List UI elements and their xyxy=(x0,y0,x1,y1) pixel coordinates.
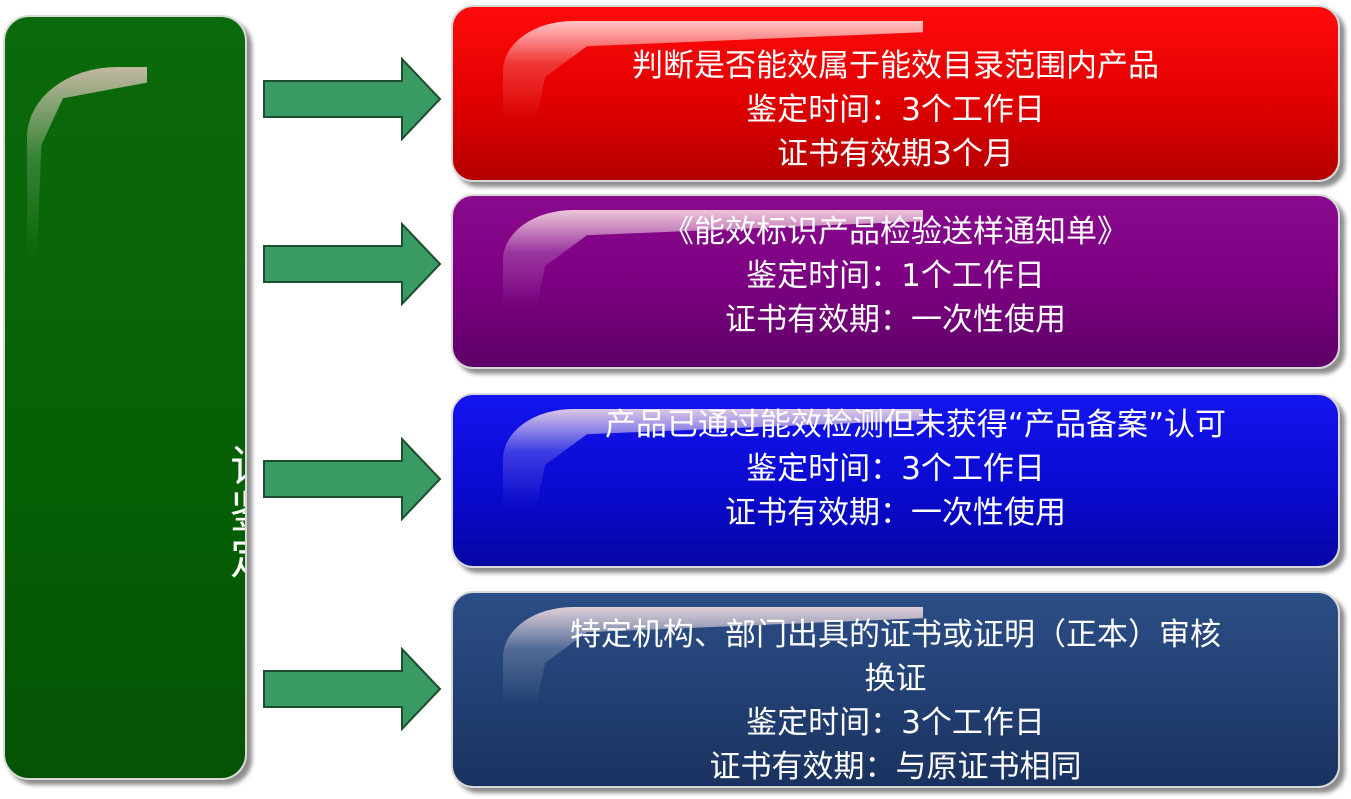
result-box-tested-not-filed: 产品已通过能效检测但未获得“产品备案”认可 鉴定时间：3个工作日 证书有效期：一… xyxy=(451,393,1340,568)
box-line: 证书有效期3个月 xyxy=(777,136,1014,172)
box-line: 换证 xyxy=(864,661,927,697)
arrow-to-box-3 xyxy=(263,437,442,521)
arrow-to-box-2 xyxy=(263,222,442,306)
box-line: 判断是否能效属于能效目录范围内产品 xyxy=(632,48,1159,84)
box-line: 证书有效期：一次性使用 xyxy=(725,495,1066,531)
box-line: 特定机构、部门出具的证书或证明（正本）审核 xyxy=(570,617,1221,653)
box-line: 证书有效期：一次性使用 xyxy=(725,302,1066,338)
result-box-certificate-exchange: 特定机构、部门出具的证书或证明（正本）审核 换证 鉴定时间：3个工作日 证书有效… xyxy=(451,591,1340,788)
box-line: 鉴定时间：3个工作日 xyxy=(746,92,1045,128)
box-line: 证书有效期：与原证书相同 xyxy=(709,749,1082,785)
box-line: 《能效标识产品检验送样通知单》 xyxy=(663,214,1128,250)
arrow-to-box-4 xyxy=(263,647,442,731)
arrow-to-box-1 xyxy=(263,57,442,141)
left-category-box: 能效标识鉴定 xyxy=(3,15,247,780)
box-line: 产品已通过能效检测但未获得“产品备案”认可 xyxy=(604,407,1227,443)
result-box-scope-check: 判断是否能效属于能效目录范围内产品 鉴定时间：3个工作日 证书有效期3个月 xyxy=(451,5,1340,182)
category-title: 能效标识鉴定 xyxy=(222,443,247,581)
box-line: 鉴定时间：3个工作日 xyxy=(746,705,1045,741)
box-line: 鉴定时间：1个工作日 xyxy=(746,258,1045,294)
result-box-sample-notice: 《能效标识产品检验送样通知单》 鉴定时间：1个工作日 证书有效期：一次性使用 xyxy=(451,194,1340,369)
box-line: 鉴定时间：3个工作日 xyxy=(746,451,1045,487)
